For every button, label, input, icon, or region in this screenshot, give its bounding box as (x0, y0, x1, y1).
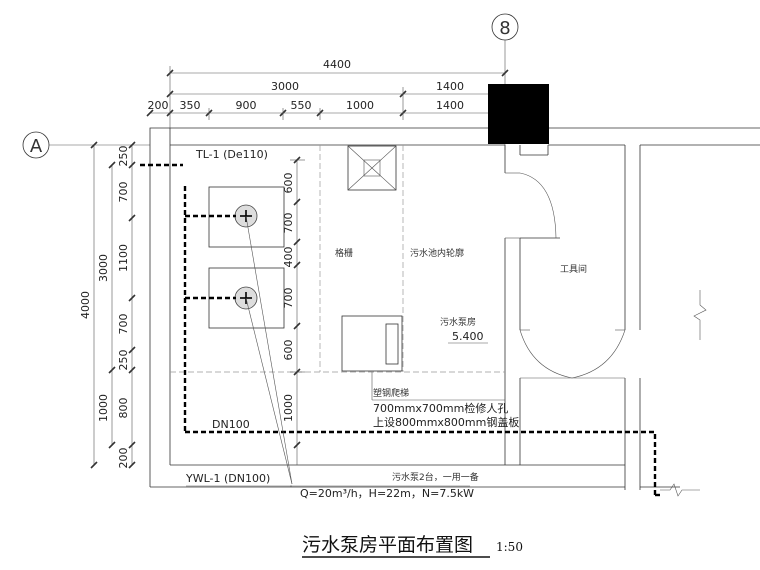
structural-column (488, 84, 549, 144)
dim-top-overall: 4400 (323, 58, 351, 71)
label-elevation: 5.400 (452, 330, 484, 343)
label-ywl: YWL-1 (DN100) (185, 472, 270, 485)
dim-inner-1000: 1000 (282, 394, 295, 422)
label-pipe-tl: TL-1 (De110) (195, 148, 268, 161)
dim-left-200: 200 (117, 448, 130, 469)
grid-axis-a-label: A (30, 136, 43, 157)
dim-left-700b: 700 (117, 314, 130, 335)
drawing-title: 污水泵房平面布置图 (302, 534, 473, 556)
dim-left-700a: 700 (117, 182, 130, 203)
dim-left-1000: 1000 (97, 394, 110, 422)
label-dn100: DN100 (212, 418, 250, 431)
grid-axis-a: A (22, 131, 150, 159)
dim-left-800: 800 (117, 398, 130, 419)
sump-outline (170, 145, 505, 465)
dim-inner-700b: 700 (282, 288, 295, 309)
dim-inner-700a: 700 (282, 213, 295, 234)
label-sump-outline: 污水池内轮廓 (410, 247, 464, 259)
pipes (140, 163, 660, 497)
dim-top-1000: 1000 (346, 99, 374, 112)
walls (149, 127, 760, 497)
dim-inner-400: 400 (282, 247, 295, 268)
drawing-scale: 1:50 (496, 540, 523, 554)
dim-inner-600a: 600 (282, 173, 295, 194)
label-cover: 上设800mmx800mm钢盖板 (373, 415, 519, 429)
dim-top-1400a: 1400 (436, 80, 464, 93)
dim-top-550: 550 (291, 99, 312, 112)
doors (505, 172, 626, 379)
dim-left-1100: 1100 (117, 244, 130, 272)
manhole (341, 315, 403, 372)
label-tool-room: 工具间 (560, 263, 587, 275)
leader-lines (186, 215, 505, 487)
dim-left-3000: 3000 (97, 254, 110, 282)
label-pump-room: 污水泵房 (440, 316, 476, 328)
floor-drain (347, 145, 397, 191)
dim-top-1400b: 1400 (436, 99, 464, 112)
left-dimensions: 4000 3000 1000 250 700 1100 700 250 800 … (79, 141, 136, 469)
label-pumps-note: 污水泵2台，一用一备 (392, 471, 479, 483)
dim-top-3000: 3000 (271, 80, 299, 93)
dim-left-4000: 4000 (79, 291, 92, 319)
label-pump-spec: Q=20m³/h，H=22m，N=7.5kW (300, 487, 474, 500)
dim-left-250b: 250 (117, 350, 130, 371)
top-dimensions: 4400 3000 1400 200 350 900 550 1000 1400 (146, 58, 509, 128)
dim-inner-600b: 600 (282, 340, 295, 361)
dim-top-900: 900 (236, 99, 257, 112)
label-grating: 格栅 (335, 247, 353, 259)
inner-dimensions: 600 700 400 700 600 1000 (282, 156, 301, 449)
grid-axis-8-label: 8 (499, 18, 510, 39)
label-ladder: 塑钢爬梯 (373, 387, 409, 399)
dim-top-350: 350 (180, 99, 201, 112)
label-manhole: 700mmx700mm检修人孔 (373, 401, 508, 415)
dim-top-200: 200 (148, 99, 169, 112)
dim-left-250a: 250 (117, 146, 130, 167)
